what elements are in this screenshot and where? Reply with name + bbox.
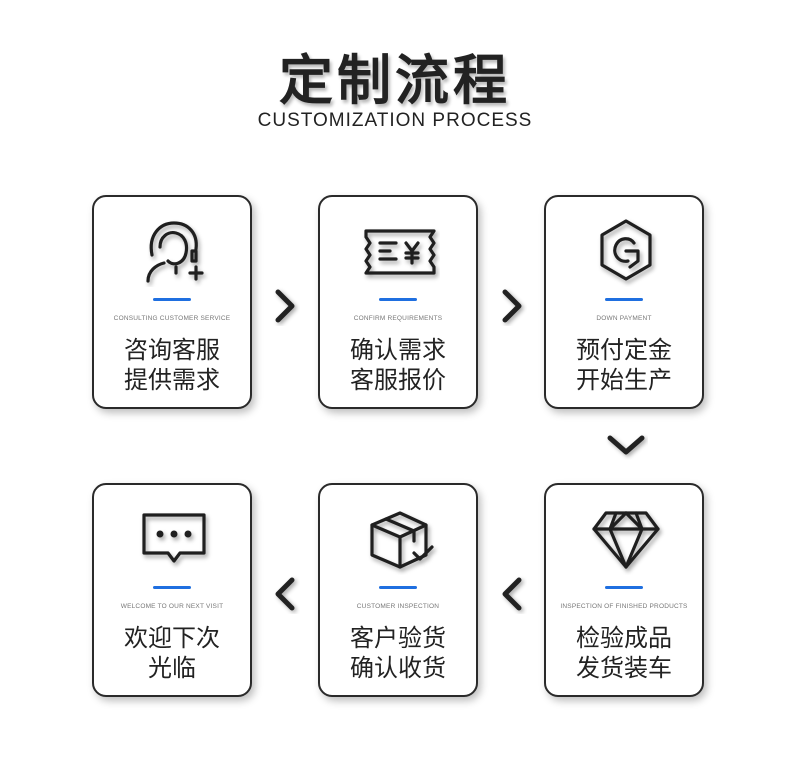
chevron-left-icon xyxy=(502,577,522,611)
step-card-welcome: WELCOME TO OUR NEXT VISIT 欢迎下次 光临 xyxy=(92,483,252,697)
ticket-yen-icon xyxy=(364,229,436,275)
step-zh-line2: 发货装车 xyxy=(576,654,672,682)
step-en-label: CONFIRM REQUIREMENTS xyxy=(353,315,443,322)
step-card-inspection-products: INSPECTION OF FINISHED PRODUCTS 检验成品 发货装… xyxy=(544,483,704,697)
step-zh-label: 咨询客服 提供需求 xyxy=(94,335,250,395)
step-en-label: WELCOME TO OUR NEXT VISIT xyxy=(120,603,224,610)
step-zh-line1: 检验成品 xyxy=(576,624,672,652)
accent-bar xyxy=(153,586,191,589)
step-zh-label: 预付定金 开始生产 xyxy=(546,335,702,395)
step-zh-line2: 光临 xyxy=(148,654,196,682)
accent-bar xyxy=(153,298,191,301)
page-subtitle: CUSTOMIZATION PROCESS xyxy=(257,110,533,131)
accent-bar xyxy=(379,298,417,301)
accent-bar xyxy=(605,586,643,589)
chevron-right-icon xyxy=(275,289,295,323)
step-zh-line1: 预付定金 xyxy=(576,336,672,364)
chevron-down-icon xyxy=(607,435,645,455)
hexagon-coin-icon xyxy=(600,219,652,281)
page-title: 定制流程 xyxy=(279,49,511,112)
chat-bubble-icon xyxy=(142,513,206,563)
step-zh-line1: 确认需求 xyxy=(350,336,446,364)
step-zh-line1: 客户验货 xyxy=(350,624,446,652)
accent-bar xyxy=(379,586,417,589)
chevron-right-icon xyxy=(502,289,522,323)
step-card-consult: CONSULTING CUSTOMER SERVICE 咨询客服 提供需求 xyxy=(92,195,252,409)
step-card-confirm: CONFIRM REQUIREMENTS 确认需求 客服报价 xyxy=(318,195,478,409)
step-zh-label: 确认需求 客服报价 xyxy=(320,335,476,395)
step-zh-label: 客户验货 确认收货 xyxy=(320,623,476,683)
step-card-customer-inspection: CUSTOMER INSPECTION 客户验货 确认收货 xyxy=(318,483,478,697)
step-zh-line2: 客服报价 xyxy=(350,366,446,394)
step-zh-line2: 开始生产 xyxy=(576,366,672,394)
step-zh-label: 欢迎下次 光临 xyxy=(94,623,250,683)
customer-service-headset-icon xyxy=(146,221,204,283)
step-zh-line2: 确认收货 xyxy=(350,654,446,682)
step-en-label: CUSTOMER INSPECTION xyxy=(356,603,440,610)
step-en-label: DOWN PAYMENT xyxy=(596,315,652,322)
step-zh-label: 检验成品 发货装车 xyxy=(546,623,702,683)
step-zh-line1: 咨询客服 xyxy=(124,336,220,364)
box-check-icon xyxy=(370,511,434,569)
accent-bar xyxy=(605,298,643,301)
step-en-label: INSPECTION OF FINISHED PRODUCTS xyxy=(560,603,688,610)
chevron-left-icon xyxy=(275,577,295,611)
step-zh-line2: 提供需求 xyxy=(124,366,220,394)
step-en-label: CONSULTING CUSTOMER SERVICE xyxy=(113,315,231,322)
step-zh-line1: 欢迎下次 xyxy=(124,624,220,652)
diamond-icon xyxy=(592,511,660,569)
step-card-payment: DOWN PAYMENT 预付定金 开始生产 xyxy=(544,195,704,409)
